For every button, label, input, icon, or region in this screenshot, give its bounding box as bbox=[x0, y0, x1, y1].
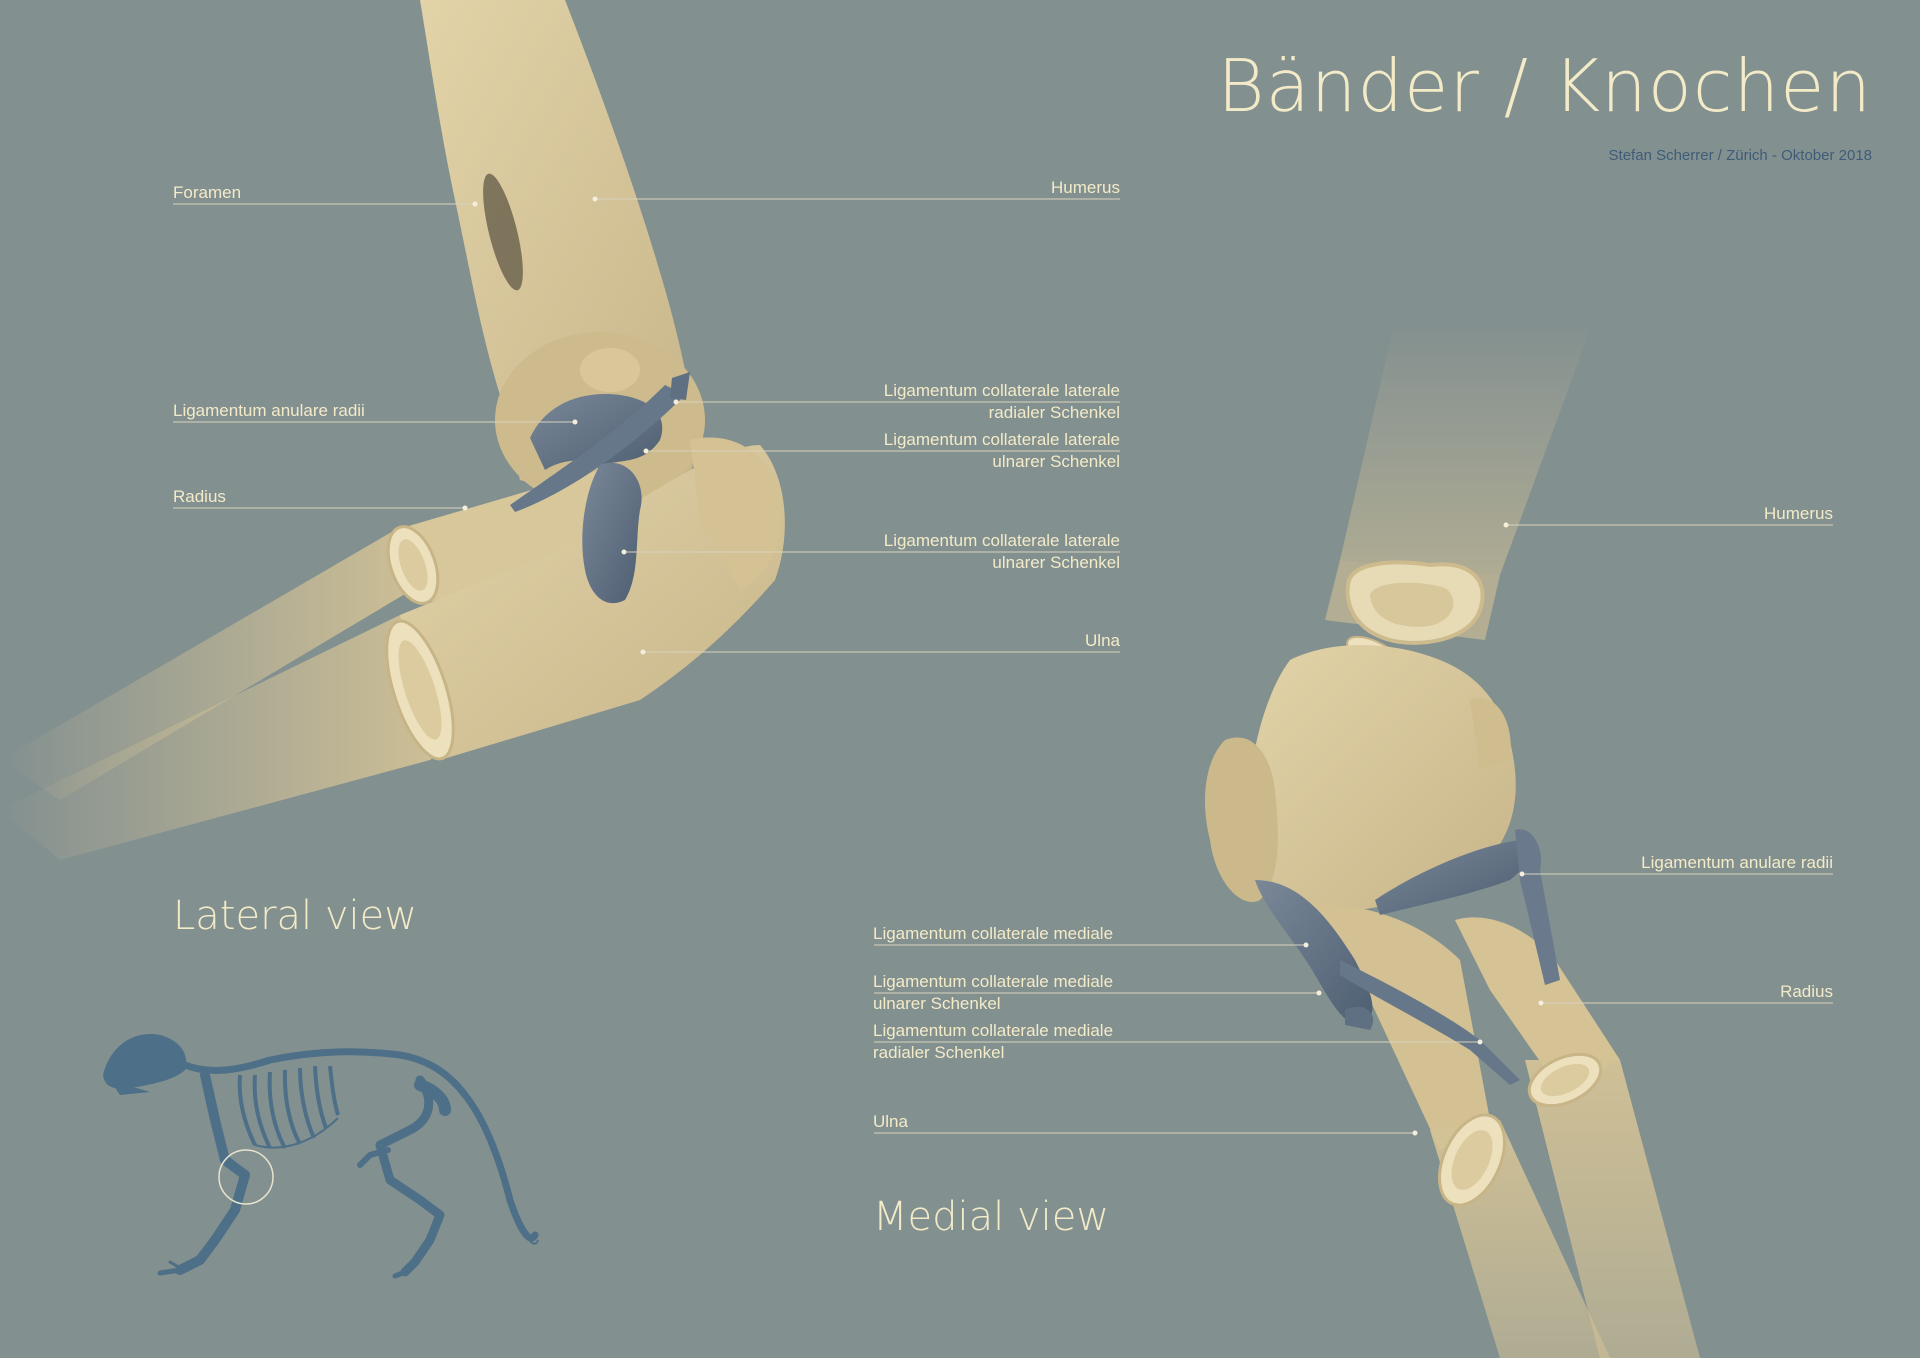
label-lat-collateral-ulnar-b: Ligamentum collaterale laterale ulnarer … bbox=[884, 530, 1120, 574]
label-med-collateral-radial-line2: radialer Schenkel bbox=[873, 1043, 1005, 1062]
medial-view-heading: Medial view bbox=[873, 1194, 1110, 1240]
label-lat-collateral-radial-line2: radialer Schenkel bbox=[988, 403, 1120, 422]
skeleton-icon bbox=[103, 1034, 539, 1279]
label-lat-collateral-ulnar-b-line1: Ligamentum collaterale laterale bbox=[883, 531, 1120, 550]
label-ulna-medial: Ulna bbox=[873, 1112, 908, 1131]
label-radius-medial: Radius bbox=[1780, 982, 1833, 1001]
label-humerus-lateral: Humerus bbox=[1051, 178, 1120, 197]
label-ligamentum-anulare-medial: Ligamentum anulare radii bbox=[1641, 853, 1833, 872]
page-title: Bänder / Knochen bbox=[1217, 44, 1872, 128]
leader-lines bbox=[173, 198, 1833, 1134]
label-humerus-medial: Humerus bbox=[1764, 504, 1833, 523]
label-ligamentum-anulare-lateral: Ligamentum anulare radii bbox=[173, 401, 365, 420]
lateral-view-heading: Lateral view bbox=[173, 893, 417, 939]
label-radius-lateral: Radius bbox=[173, 487, 226, 506]
label-lat-collateral-ulnar-b-line2: ulnarer Schenkel bbox=[992, 553, 1120, 572]
label-foramen: Foramen bbox=[173, 183, 242, 202]
lateral-elbow-illustration bbox=[0, 0, 785, 860]
locator-circle-icon bbox=[218, 1149, 274, 1205]
label-med-collateral-radial: Ligamentum collaterale mediale radialer … bbox=[873, 1020, 1113, 1064]
label-med-collateral-ulnar-line1: Ligamentum collaterale mediale bbox=[873, 972, 1114, 991]
leader-dots bbox=[462, 196, 1544, 1136]
credit-line: Stefan Scherrer / Zürich - Oktober 2018 bbox=[1608, 147, 1872, 164]
label-lat-collateral-radial: Ligamentum collaterale laterale radialer… bbox=[884, 380, 1120, 424]
label-lat-collateral-ulnar-line1: Ligamentum collaterale laterale bbox=[883, 430, 1120, 449]
label-lat-collateral-radial-line1: Ligamentum collaterale laterale bbox=[883, 381, 1120, 400]
label-lat-collateral-ulnar-line2: ulnarer Schenkel bbox=[992, 452, 1120, 471]
medial-elbow-illustration bbox=[1205, 320, 1700, 1358]
label-med-collateral: Ligamentum collaterale mediale bbox=[873, 924, 1114, 943]
label-lat-collateral-ulnar: Ligamentum collaterale laterale ulnarer … bbox=[884, 429, 1120, 473]
label-med-collateral-radial-line1: Ligamentum collaterale mediale bbox=[873, 1021, 1114, 1040]
label-ulna-lateral: Ulna bbox=[1085, 631, 1120, 650]
label-med-collateral-ulnar: Ligamentum collaterale mediale ulnarer S… bbox=[873, 971, 1113, 1015]
label-med-collateral-ulnar-line2: ulnarer Schenkel bbox=[873, 994, 1001, 1013]
